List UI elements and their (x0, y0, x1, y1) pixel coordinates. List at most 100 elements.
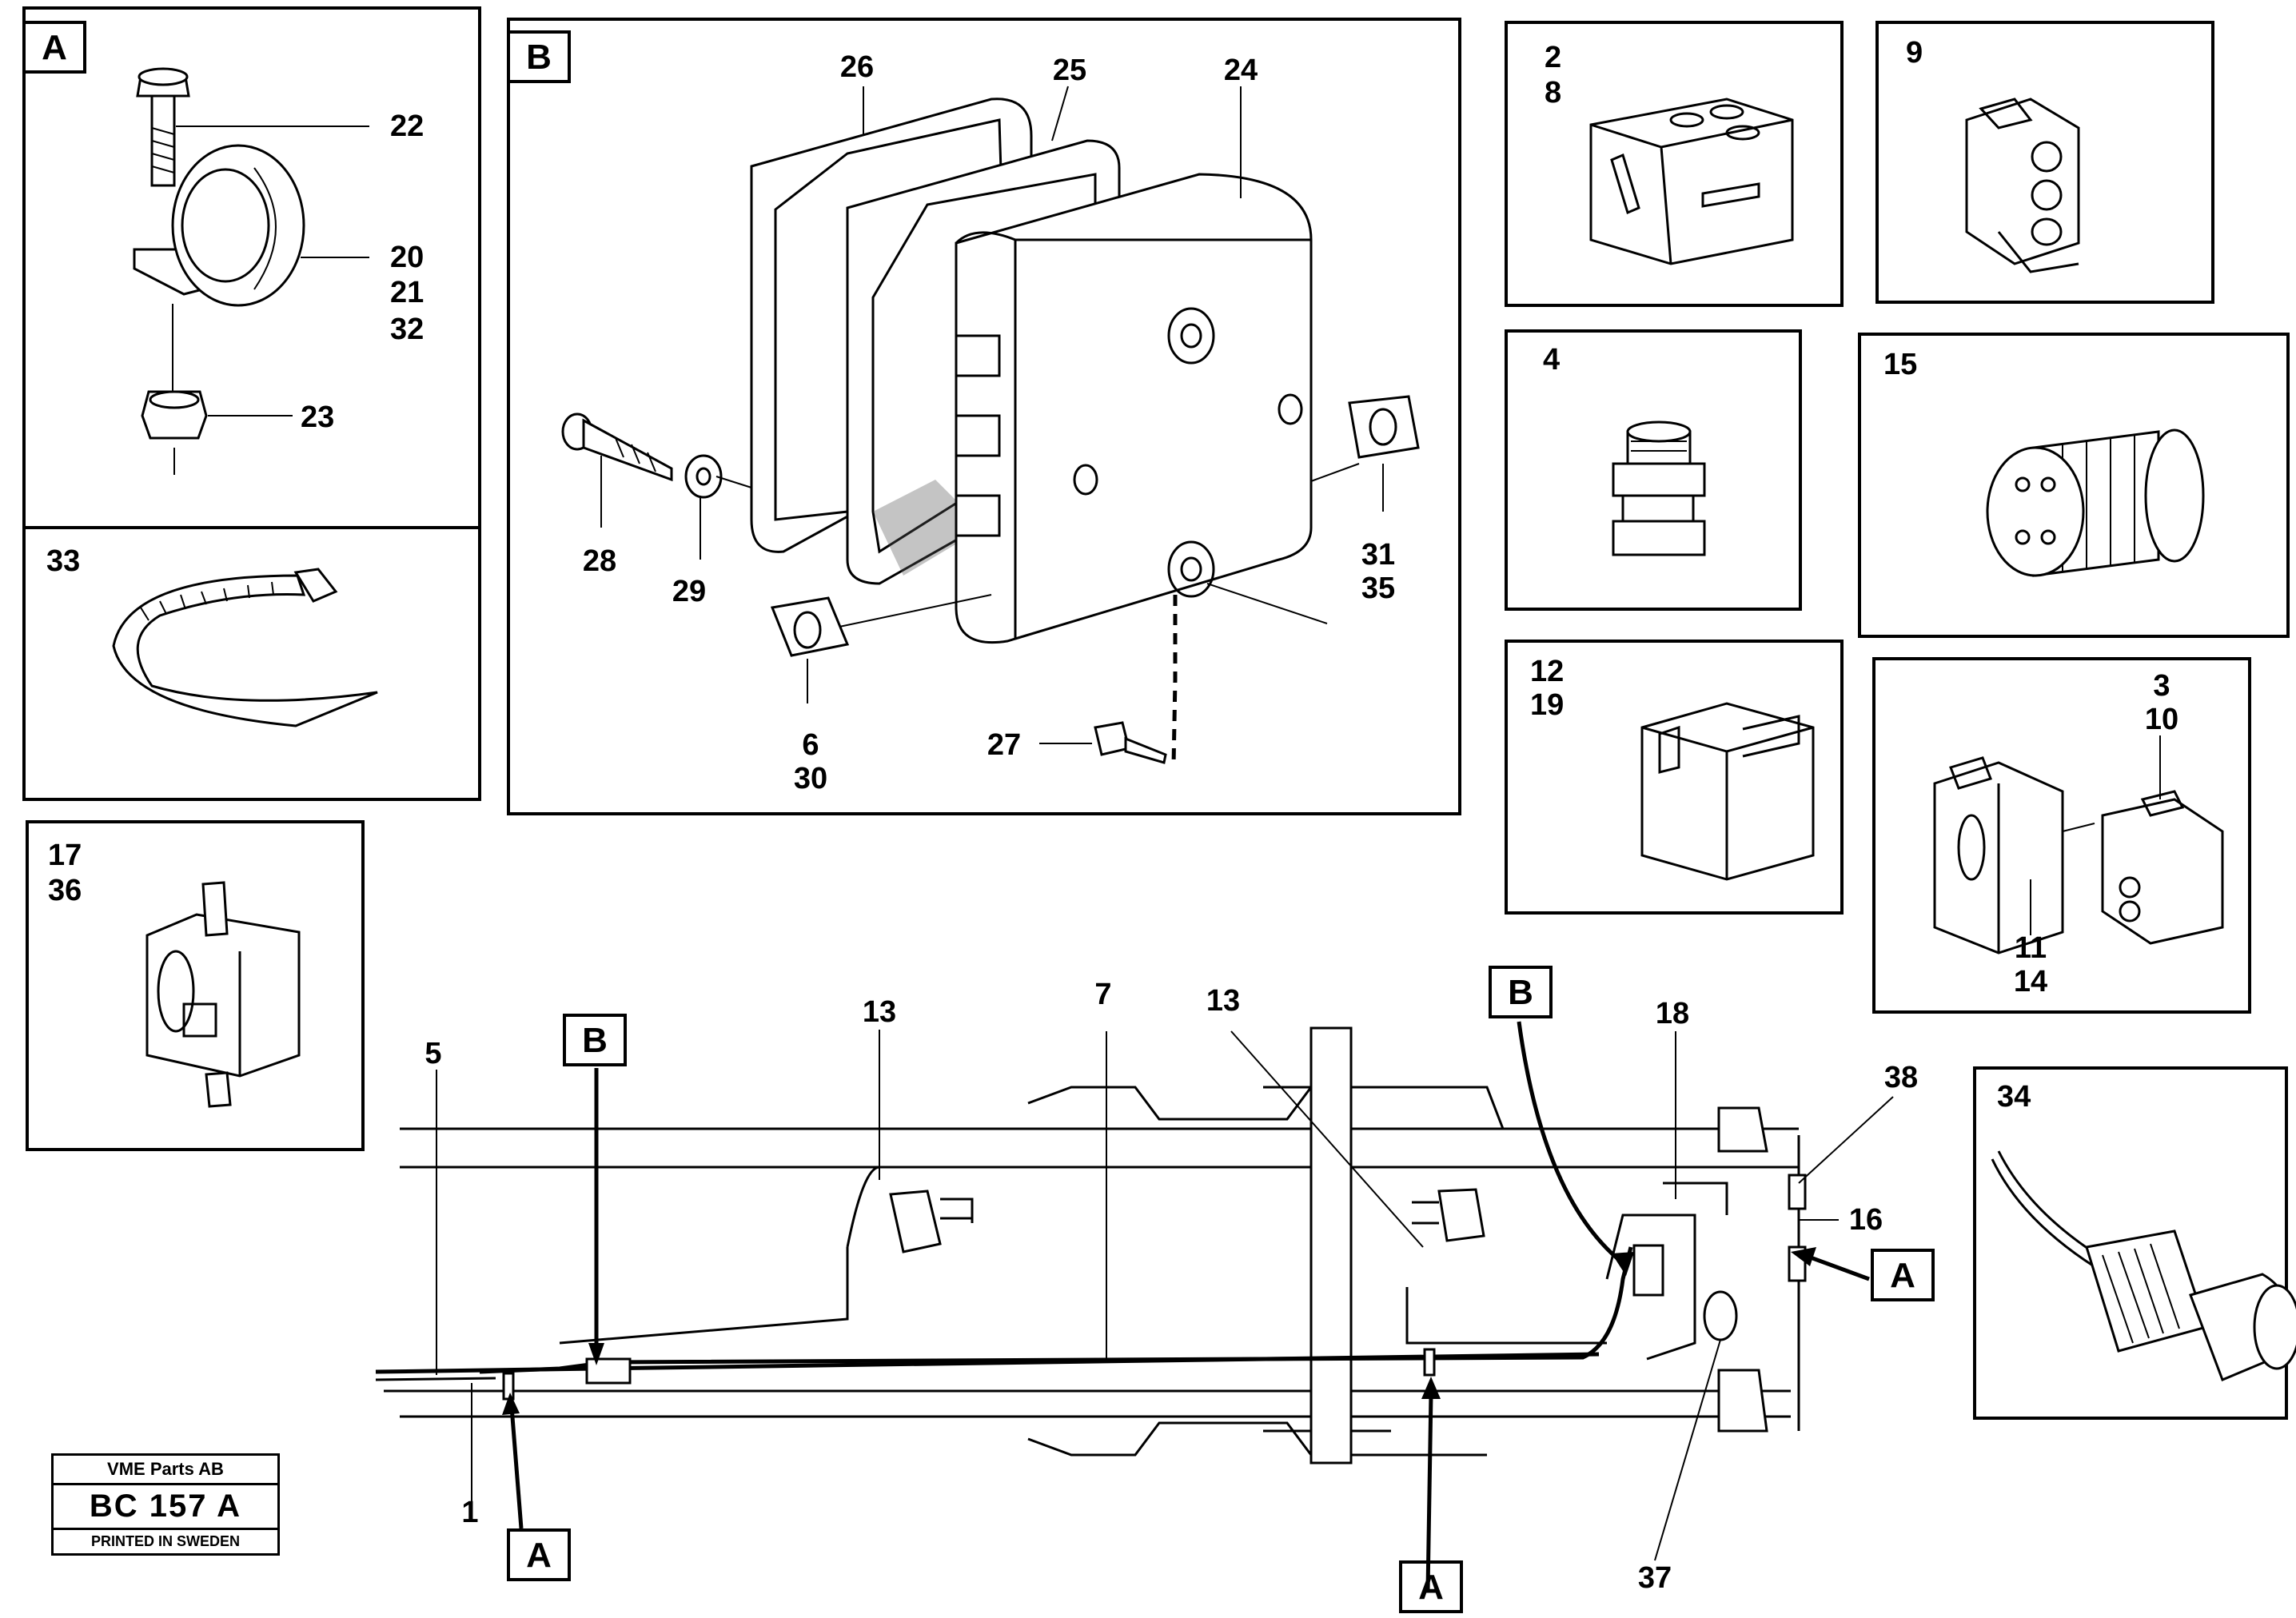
label-12: 12 (1530, 655, 1564, 688)
label-9: 9 (1906, 36, 1923, 70)
label-19: 19 (1530, 688, 1564, 722)
label-21: 21 (390, 276, 424, 309)
connector-17-36 (145, 881, 301, 1108)
detail-2-8-frame (1505, 21, 1844, 307)
callout-a-middle-box (1399, 1560, 1463, 1613)
arrow-b-left-head (588, 1343, 604, 1365)
label-32: 32 (390, 313, 424, 346)
detail-3-10-frame (1872, 657, 2251, 1014)
screw-28 (561, 412, 673, 482)
label-34: 34 (1997, 1080, 2031, 1114)
cable-gland-4 (1612, 420, 1706, 556)
arrow-a-middle-head (1421, 1377, 1441, 1399)
label-14: 14 (2014, 965, 2047, 998)
label-26: 26 (840, 50, 874, 84)
label-24: 24 (1224, 54, 1258, 87)
detail-34-frame (1973, 1066, 2288, 1420)
title-stamp: VME Parts AB BC 157 A PRINTED IN SWEDEN (51, 1453, 280, 1556)
arrow-b-right-shaft (1517, 1021, 1624, 1265)
nut-23 (141, 390, 208, 440)
clip-38 (1788, 1174, 1807, 1210)
sensor-34 (1991, 1150, 2296, 1381)
label-29: 29 (672, 575, 706, 608)
label-4: 4 (1543, 343, 1560, 377)
label-36: 36 (48, 874, 82, 907)
label-35: 35 (1361, 572, 1395, 605)
arrow-a-left-head (502, 1393, 520, 1415)
callout-a-middle: A (1418, 1568, 1444, 1607)
label-25: 25 (1053, 54, 1086, 87)
label-28: 28 (583, 544, 616, 578)
stamp-company: VME Parts AB (54, 1456, 277, 1485)
connector-9 (1965, 98, 2080, 273)
clip-a-middle (1423, 1348, 1436, 1377)
clip-a-left (502, 1372, 515, 1401)
detail-b-frame (507, 18, 1461, 815)
plug-37 (1703, 1290, 1738, 1341)
leader-13-right (1230, 1030, 1424, 1248)
detail-17-36-frame (26, 820, 365, 1151)
detail-4-frame (1505, 329, 1802, 611)
round-connector-15 (1986, 428, 2205, 577)
label-13-right: 13 (1206, 984, 1240, 1018)
label-16: 16 (1849, 1203, 1883, 1237)
detail-15-frame (1858, 333, 2290, 638)
label-31: 31 (1361, 538, 1395, 572)
label-10: 10 (2145, 703, 2178, 736)
grommet-6 (770, 596, 850, 657)
housing-12-19 (1640, 702, 1815, 881)
detail-a-corner-box (22, 21, 86, 74)
label-27: 27 (987, 728, 1021, 762)
clip-b-left (585, 1357, 632, 1385)
label-3: 3 (2153, 669, 2170, 703)
cover-axis-line (1206, 583, 1328, 624)
chassis-frame (384, 1026, 1800, 1465)
label-5: 5 (425, 1037, 441, 1070)
bracket-13-right (1412, 1188, 1485, 1242)
detail-a-corner-label: A (42, 28, 67, 67)
arrow-a-left-shaft (509, 1406, 524, 1529)
callout-b-right: B (1508, 973, 1533, 1012)
label-33: 33 (46, 544, 80, 578)
stamp-code: BC 157 A (54, 1485, 277, 1530)
label-6: 6 (802, 728, 819, 762)
arrow-b-right-head (1612, 1252, 1634, 1276)
detail-9-frame (1875, 21, 2214, 304)
callout-b-left: B (582, 1021, 608, 1060)
callout-b-right-box (1489, 966, 1553, 1018)
label-8: 8 (1545, 76, 1561, 110)
label-7: 7 (1094, 978, 1111, 1011)
screw-axis-28 (716, 476, 752, 488)
label-15: 15 (1883, 348, 1917, 381)
label-38: 38 (1884, 1061, 1918, 1094)
label-22: 22 (390, 110, 424, 143)
arrow-a-right-shaft (1808, 1254, 1870, 1281)
cover-24 (955, 173, 1313, 644)
leader-38 (1798, 1096, 1894, 1184)
connector-2-8 (1589, 98, 1794, 265)
detail-b-corner-box (507, 30, 571, 83)
cable-tie-33 (112, 568, 378, 727)
washer-29 (684, 454, 723, 499)
grommet-31 (1348, 395, 1420, 459)
label-37: 37 (1638, 1561, 1672, 1595)
bracket-13-left (889, 1190, 974, 1253)
label-23: 23 (301, 401, 334, 434)
wiring-harness (375, 1182, 1728, 1381)
detail-b-corner-label: B (526, 38, 552, 77)
callout-b-left-box (563, 1014, 627, 1066)
leader-31-axis (1310, 463, 1360, 482)
label-17: 17 (48, 839, 82, 872)
label-1: 1 (461, 1496, 478, 1529)
label-2: 2 (1545, 41, 1561, 74)
arrow-a-right-head (1791, 1247, 1816, 1266)
connector-3-10 (2101, 790, 2224, 945)
leader-25 (1051, 86, 1069, 141)
label-30: 30 (794, 762, 827, 795)
screw-27 (1094, 721, 1167, 764)
callout-a-right-box (1871, 1249, 1935, 1301)
leader-11-axis (2062, 823, 2095, 832)
detail-12-19-frame (1505, 640, 1844, 915)
